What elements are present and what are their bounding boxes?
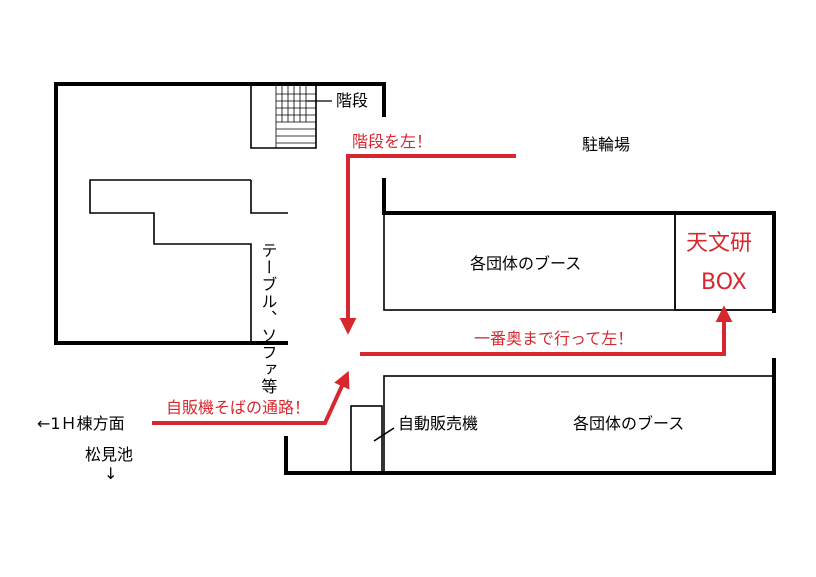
- route-arrow-2: [339, 154, 516, 335]
- booth-top-label: 各団体のブース: [470, 254, 582, 273]
- astronomy-club-label: 天文研: [686, 231, 753, 256]
- interior-walls: [89, 84, 775, 474]
- tables-sofas-label: テーブル、ソファ等: [258, 242, 278, 395]
- route-arrows: [152, 154, 733, 425]
- route-step-2-label: 階段を左！: [352, 132, 433, 151]
- route-step-3-label: 一番奥まで行って左！: [474, 329, 634, 348]
- route-arrow-3: [360, 305, 733, 356]
- to-building-1h-label: ←1Ｈ棟方面: [37, 414, 125, 433]
- bicycle-parking-label: 駐輪場: [582, 135, 631, 154]
- to-matsumi-pond-label: 松見池: [85, 445, 134, 464]
- stairs: [275, 84, 332, 148]
- down-arrow-icon: ↓: [104, 464, 118, 483]
- route-arrow-1: [152, 370, 350, 425]
- route-step-1-label: 自販機そばの通路！: [166, 398, 311, 417]
- stairs-label: 階段: [336, 91, 369, 110]
- booth-bottom-label: 各団体のブース: [573, 414, 685, 433]
- astronomy-box-label: BOX: [701, 270, 747, 295]
- vending-machine-label: 自動販売機: [398, 414, 479, 433]
